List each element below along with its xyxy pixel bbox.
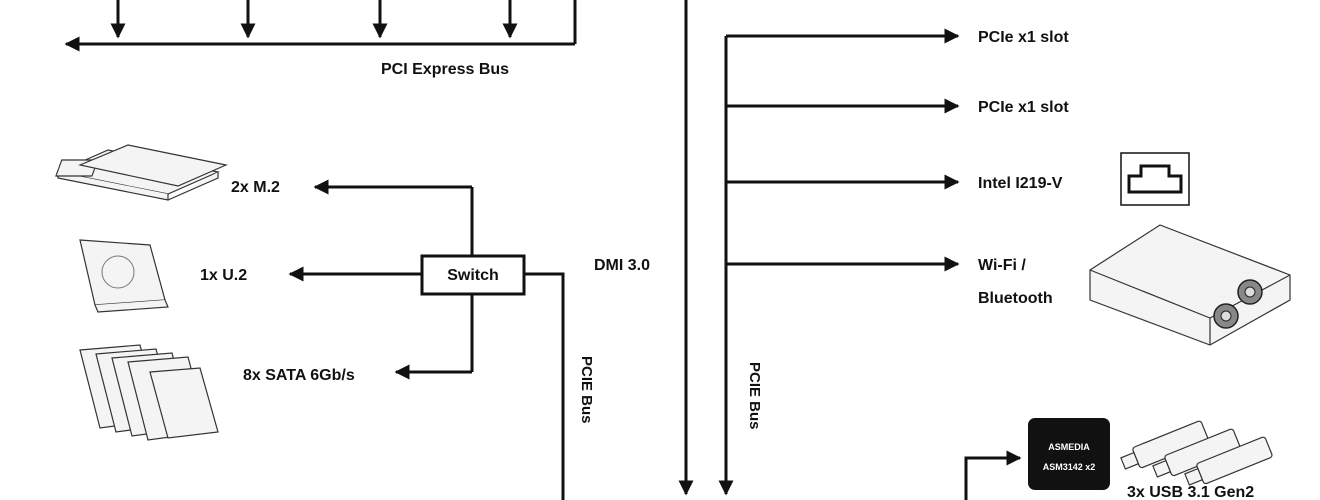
m2-drive-icon <box>55 144 228 201</box>
pcie-bus-left-label: PCIE Bus <box>578 356 595 424</box>
usb-label: 3x USB 3.1 Gen2 <box>1127 484 1254 500</box>
pcie-slot-2-label: PCIe x1 slot <box>978 99 1069 116</box>
pcie-bus-right-label: PCIE Bus <box>746 362 763 430</box>
m2-label: 2x M.2 <box>231 179 280 196</box>
wifi-module-icon <box>1089 224 1291 346</box>
switch-box: Switch <box>420 254 526 296</box>
sata-drives-icon <box>79 344 219 441</box>
wifi-label-line2: Bluetooth <box>978 290 1053 307</box>
pcie-bus-right <box>718 28 960 496</box>
pcie-slot-1-label: PCIe x1 slot <box>978 29 1069 46</box>
asmedia-chip-label-line2: ASM3142 x2 <box>1043 462 1096 472</box>
pci-express-bus-label: PCI Express Bus <box>381 61 509 78</box>
pci-express-bus <box>64 0 577 52</box>
asmedia-chip-label-line1: ASMEDIA <box>1048 442 1090 452</box>
sata-label: 8x SATA 6Gb/s <box>243 367 355 384</box>
u2-drive-icon <box>79 239 169 313</box>
u2-label: 1x U.2 <box>200 267 247 284</box>
usb-drives-icon <box>1120 420 1273 486</box>
storage-connections <box>288 179 565 500</box>
wifi-label-line1: Wi-Fi / <box>978 257 1026 274</box>
dmi-label: DMI 3.0 <box>594 257 650 274</box>
lan-label: Intel I219-V <box>978 175 1063 192</box>
usb-connection <box>964 450 1022 500</box>
switch-label: Switch <box>447 267 499 284</box>
asmedia-chip: ASMEDIA ASM3142 x2 <box>1028 418 1110 490</box>
ethernet-port-icon <box>1120 152 1190 206</box>
